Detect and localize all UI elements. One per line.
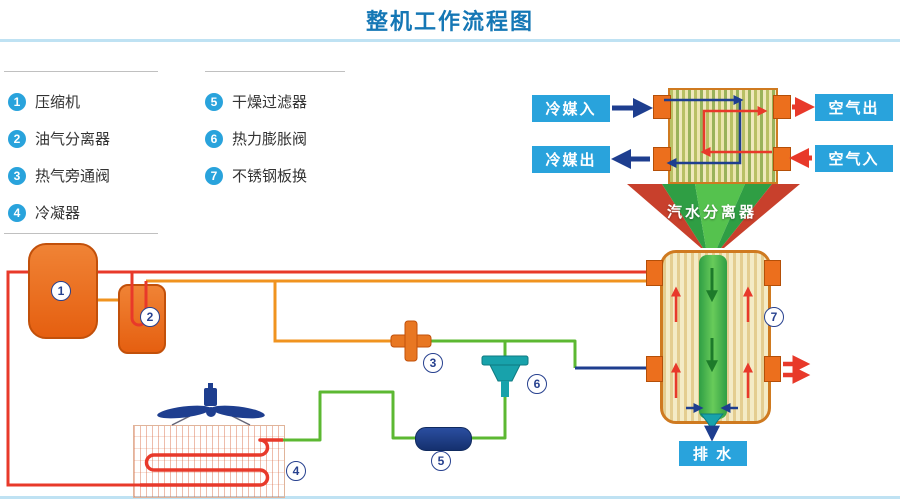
legend-item-compressor: 1 压缩机 (8, 83, 110, 120)
legend-column-1: 1 压缩机 2 油气分离器 3 热气旁通阀 4 冷凝器 (8, 83, 110, 231)
air-out-label: 空气出 (815, 94, 893, 121)
legend-divider (4, 71, 158, 72)
evaporator-green-channel (699, 255, 727, 419)
legend-item-filter-drier: 5 干燥过滤器 (205, 83, 307, 120)
legend-label: 油气分离器 (35, 131, 111, 148)
condenser-coil (140, 438, 283, 487)
hx7-port (764, 356, 781, 382)
marker-condenser: 4 (286, 461, 306, 481)
steam-water-separator-funnel (627, 184, 800, 248)
orange-pipe (273, 281, 393, 343)
legend-item-bypass-valve: 3 热气旁通阀 (8, 157, 110, 194)
marker-oil-separator: 2 (140, 307, 160, 327)
filter-drier (415, 427, 472, 451)
plate-heat-exchanger (660, 250, 771, 424)
red-pipe (6, 270, 657, 487)
marker-expansion-valve: 6 (527, 374, 547, 394)
air-out-port (773, 95, 791, 119)
green-pipe (430, 339, 577, 368)
legend-label: 压缩机 (35, 94, 81, 111)
drain-label: 排 水 (679, 441, 747, 466)
legend-label: 冷凝器 (35, 205, 81, 222)
legend-label: 干燥过滤器 (232, 94, 308, 111)
air-in-port (773, 147, 791, 171)
hx7-port (646, 356, 663, 382)
steam-water-separator-label: 汽水分离器 (666, 204, 757, 221)
legend-item-condenser: 4 冷凝器 (8, 194, 110, 231)
refrigerant-in-port (653, 95, 671, 119)
legend-item-expansion-valve: 6 热力膨胀阀 (205, 120, 307, 157)
refrigerant-out-port (653, 147, 671, 171)
marker-plate-exchanger: 7 (764, 307, 784, 327)
legend-label: 热力膨胀阀 (232, 131, 308, 148)
legend-number-icon: 5 (205, 92, 223, 111)
bottom-divider (0, 496, 900, 499)
refrigerant-out-label: 冷媒出 (532, 146, 610, 173)
green-pipe (470, 396, 507, 440)
refrigerant-in-label: 冷媒入 (532, 95, 610, 122)
air-heat-exchanger (668, 88, 778, 184)
legend-number-icon: 7 (205, 166, 223, 185)
legend-number-icon: 3 (8, 166, 26, 185)
legend-number-icon: 1 (8, 92, 26, 111)
legend-label: 不锈钢板换 (232, 168, 308, 185)
green-pipe (283, 390, 417, 442)
top-divider (0, 39, 900, 42)
hx7-port (764, 260, 781, 286)
legend-item-oil-separator: 2 油气分离器 (8, 120, 110, 157)
hx7-port (646, 260, 663, 286)
marker-compressor: 1 (51, 281, 71, 301)
legend-label: 热气旁通阀 (35, 168, 111, 185)
legend-number-icon: 4 (8, 203, 26, 222)
page-title: 整机工作流程图 (365, 9, 534, 34)
legend-column-2: 5 干燥过滤器 6 热力膨胀阀 7 不锈钢板换 (205, 83, 307, 194)
legend-item-plate-exchanger: 7 不锈钢板换 (205, 157, 307, 194)
fan-icon (157, 383, 265, 426)
legend-number-icon: 2 (8, 129, 26, 148)
marker-bypass-valve: 3 (423, 353, 443, 373)
marker-filter-drier: 5 (431, 451, 451, 471)
legend-divider (4, 233, 158, 234)
air-in-label: 空气入 (815, 145, 893, 172)
legend-number-icon: 6 (205, 129, 223, 148)
legend-divider (205, 71, 345, 72)
